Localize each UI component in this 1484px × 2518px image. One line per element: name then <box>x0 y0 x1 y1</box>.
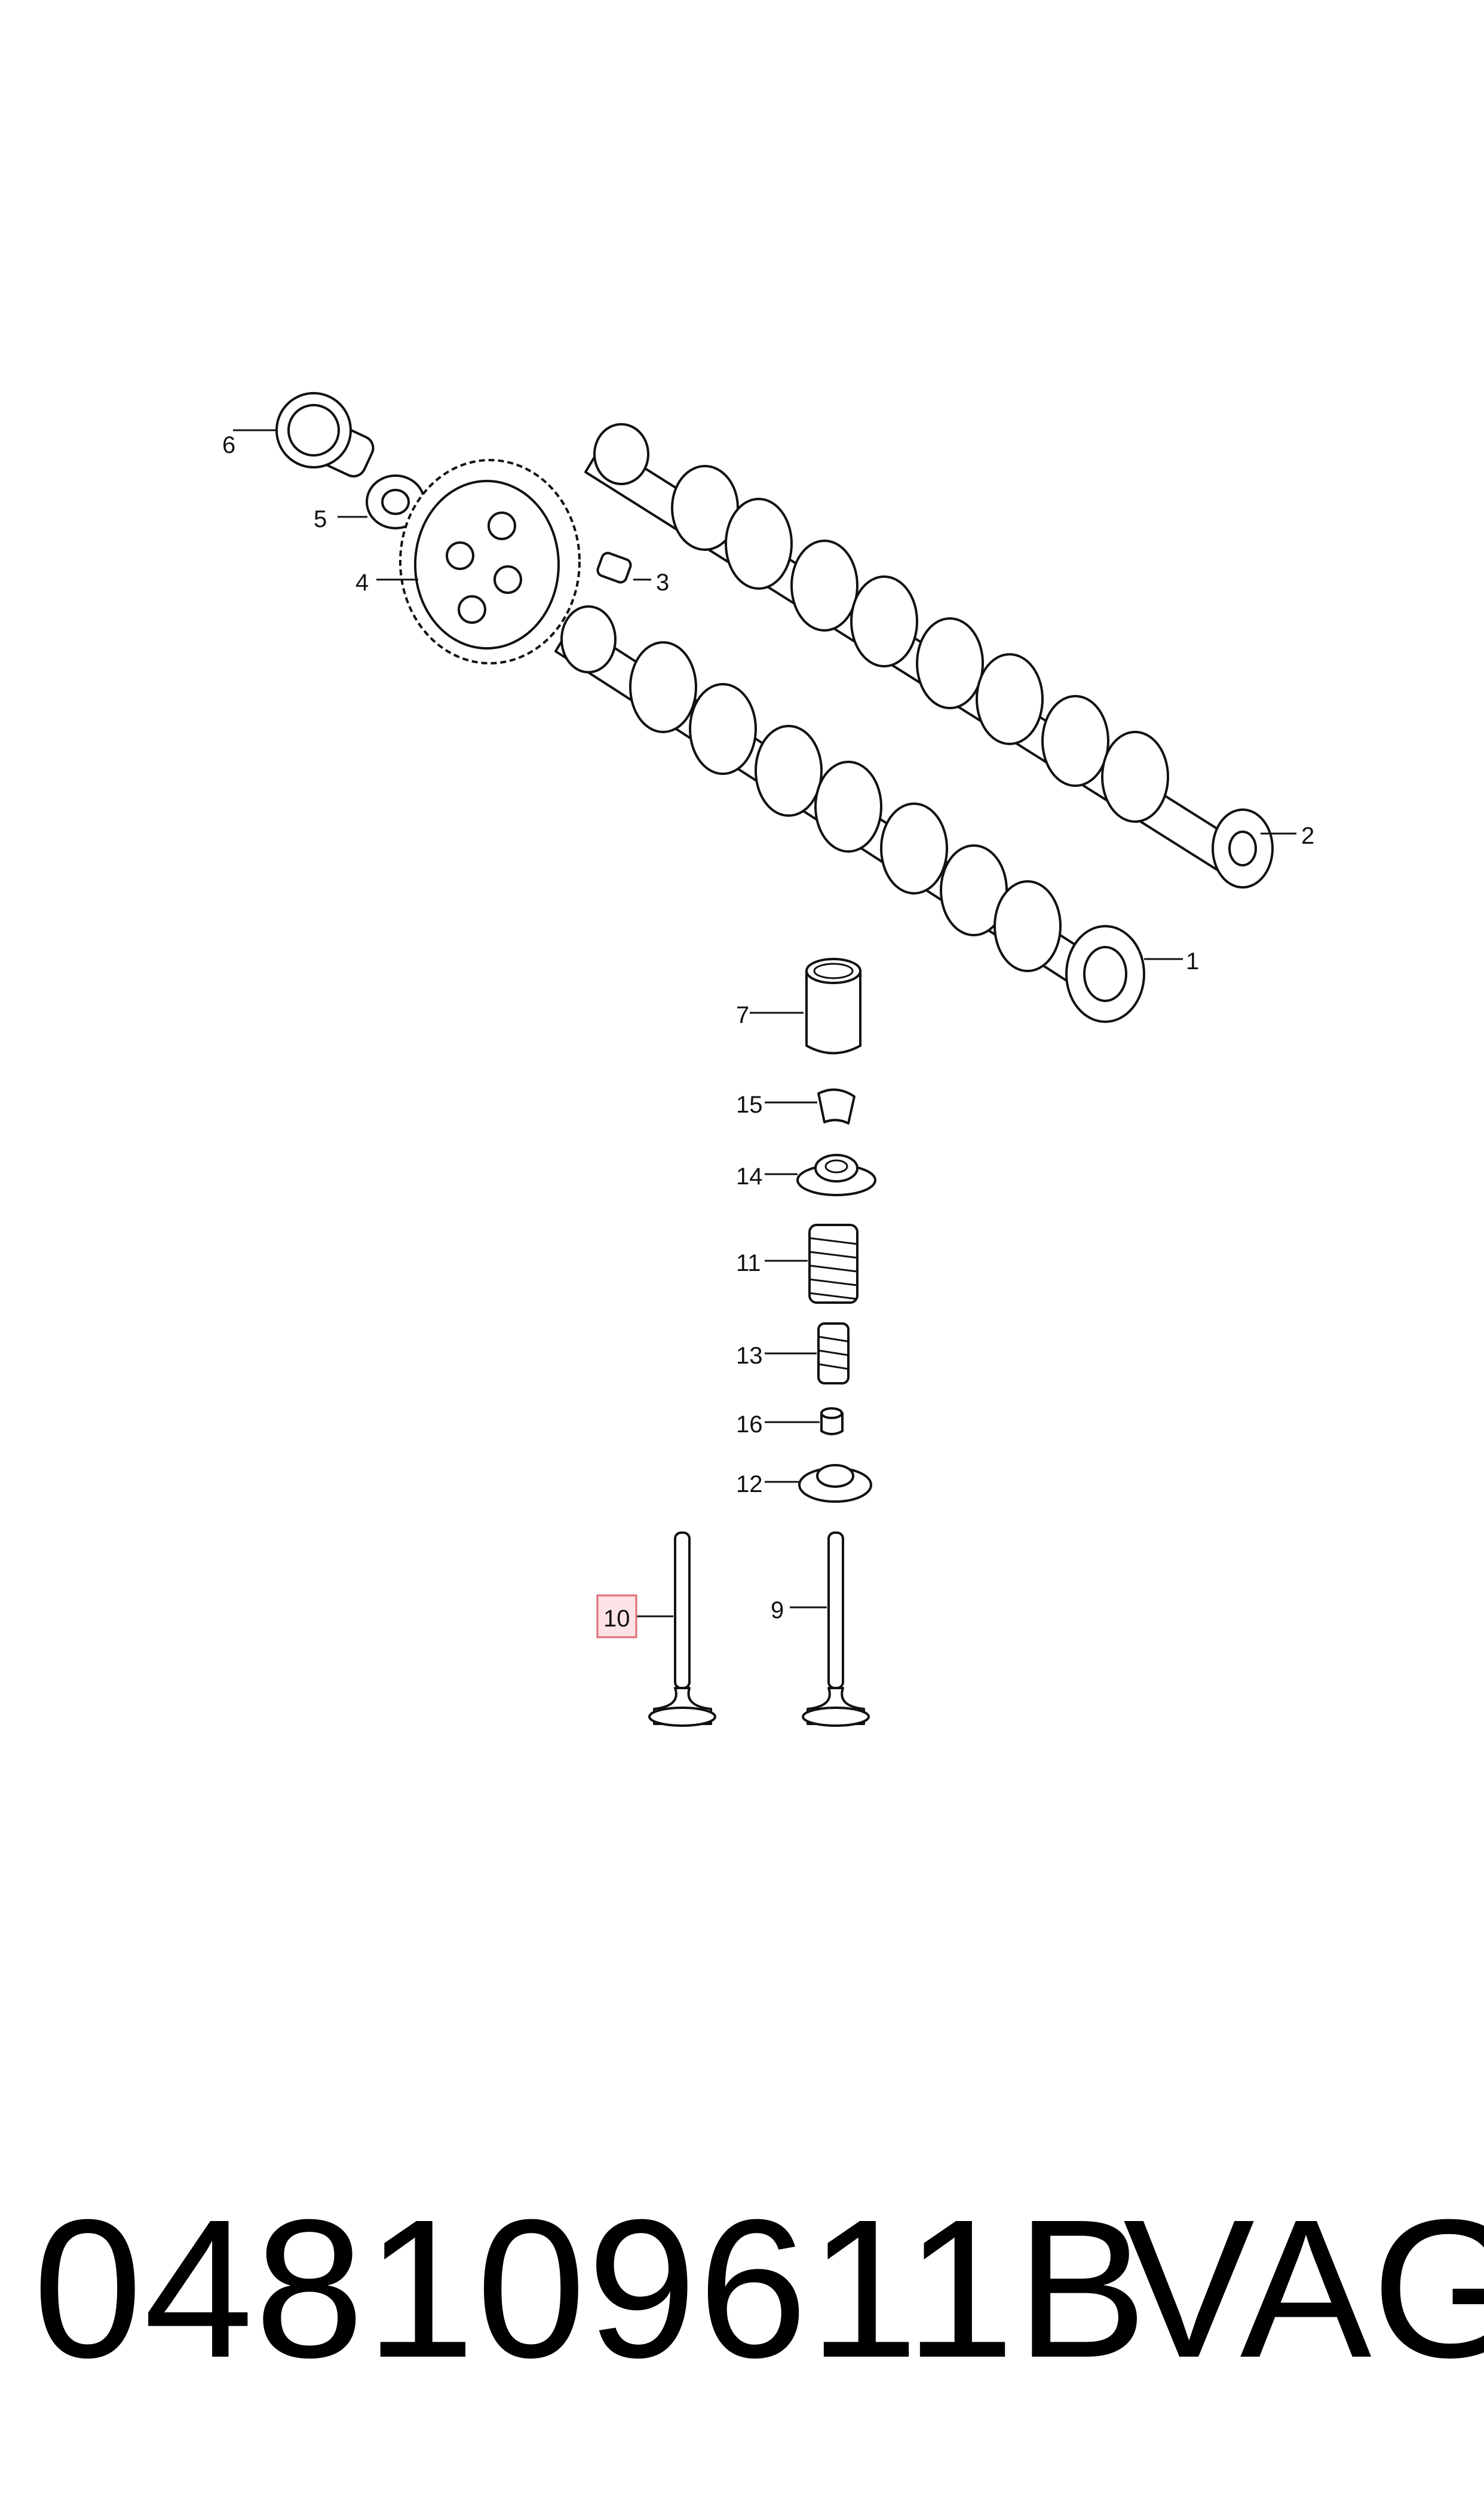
part-16-stem-seal <box>765 1407 844 1435</box>
callout-13: 13 <box>736 1343 763 1369</box>
callout-9: 9 <box>771 1597 784 1623</box>
part-number: 048109611B <box>33 2178 1149 2398</box>
part-12-lower-seat <box>765 1464 872 1503</box>
callout-10-highlight-box <box>596 1594 637 1638</box>
part-9-valve <box>790 1531 870 1727</box>
part-15-valve-cotter <box>765 1088 856 1125</box>
callout-14: 14 <box>736 1163 763 1190</box>
part-14-spring-seat <box>765 1154 876 1196</box>
part-6-bolt <box>233 392 375 478</box>
part-4-gear <box>376 459 581 664</box>
part-3-key <box>596 552 651 584</box>
callout-12: 12 <box>736 1471 763 1497</box>
callout-1: 1 <box>1186 948 1199 975</box>
callout-16: 16 <box>736 1411 763 1438</box>
callout-3: 3 <box>656 569 669 596</box>
callout-7: 7 <box>736 1002 749 1028</box>
part-13-inner-spring <box>765 1322 850 1384</box>
part-11-valve-spring <box>765 1224 858 1304</box>
callout-15: 15 <box>736 1092 763 1118</box>
callout-10: 10 <box>603 1606 630 1632</box>
part-10-valve <box>634 1531 716 1727</box>
callout-11: 11 <box>736 1250 761 1276</box>
part-1-camshaft <box>554 605 1183 1023</box>
callout-5: 5 <box>314 506 327 532</box>
exploded-parts-diagram: 6 5 4 3 2 <box>222 392 1314 1727</box>
callout-6: 6 <box>222 432 235 458</box>
footer-caption: 048109611B VAG <box>0 2163 1484 2414</box>
part-7-tappet <box>750 958 861 1055</box>
callout-2: 2 <box>1301 823 1314 849</box>
brand-label: VAG <box>1123 2178 1484 2398</box>
callout-4: 4 <box>355 569 369 596</box>
part-2-camshaft <box>584 423 1296 889</box>
